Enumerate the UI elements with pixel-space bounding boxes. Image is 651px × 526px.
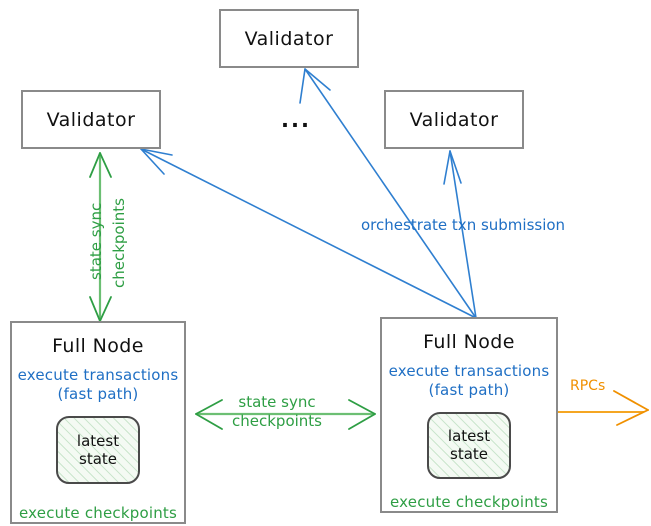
full-node-left-execute-checkpoints: execute checkpoints — [18, 504, 178, 522]
full-node-right-title: Full Node — [423, 331, 515, 353]
latest-state-left-line2: state — [79, 449, 117, 468]
edge-label-state-sync-vertical-line1: state sync — [87, 202, 105, 280]
full-node-right-execute-transactions: execute transactions (fast path) — [389, 362, 550, 400]
full-node-right-execute-checkpoints: execute checkpoints — [389, 493, 549, 511]
latest-state-box-left[interactable]: latest state — [56, 415, 140, 484]
latest-state-right-line1: latest — [447, 427, 491, 446]
full-node-right-blue-line2: (fast path) — [428, 380, 510, 399]
validator-node-left[interactable]: Validator — [21, 90, 161, 149]
full-node-left-blue-line2: (fast path) — [57, 384, 139, 403]
edge-label-state-sync-horizontal-line2: checkpoints — [232, 411, 322, 430]
validator-node-top[interactable]: Validator — [219, 9, 359, 68]
edge-label-state-sync-horizontal: state sync checkpoints — [232, 393, 322, 431]
full-node-left-title: Full Node — [52, 335, 144, 357]
edge-rpcs — [558, 390, 649, 426]
edge-label-orchestrate-txn-submission: orchestrate txn submission — [361, 216, 566, 234]
full-node-left-execute-transactions: execute transactions (fast path) — [18, 366, 179, 404]
full-node-left-blue-line1: execute transactions — [17, 366, 179, 384]
latest-state-right-line2: state — [450, 445, 488, 464]
edge-label-rpcs: RPCs — [570, 378, 606, 394]
validator-left-label: Validator — [46, 108, 136, 131]
edge-orchestrate-to-validator-right — [443, 150, 477, 319]
latest-state-box-right[interactable]: latest state — [427, 411, 511, 479]
validators-ellipsis: ... — [281, 108, 311, 132]
validator-right-label: Validator — [409, 108, 499, 131]
validator-node-right[interactable]: Validator — [384, 90, 524, 149]
full-node-left[interactable]: Full Node execute transactions (fast pat… — [10, 321, 186, 524]
latest-state-left-line1: latest — [76, 431, 120, 450]
full-node-right-blue-line1: execute transactions — [388, 362, 550, 380]
edge-label-state-sync-horizontal-line1: state sync — [238, 393, 316, 411]
edge-label-state-sync-vertical-line2: checkpoints — [110, 198, 128, 288]
validator-top-label: Validator — [244, 27, 334, 50]
full-node-right[interactable]: Full Node execute transactions (fast pat… — [380, 317, 558, 513]
